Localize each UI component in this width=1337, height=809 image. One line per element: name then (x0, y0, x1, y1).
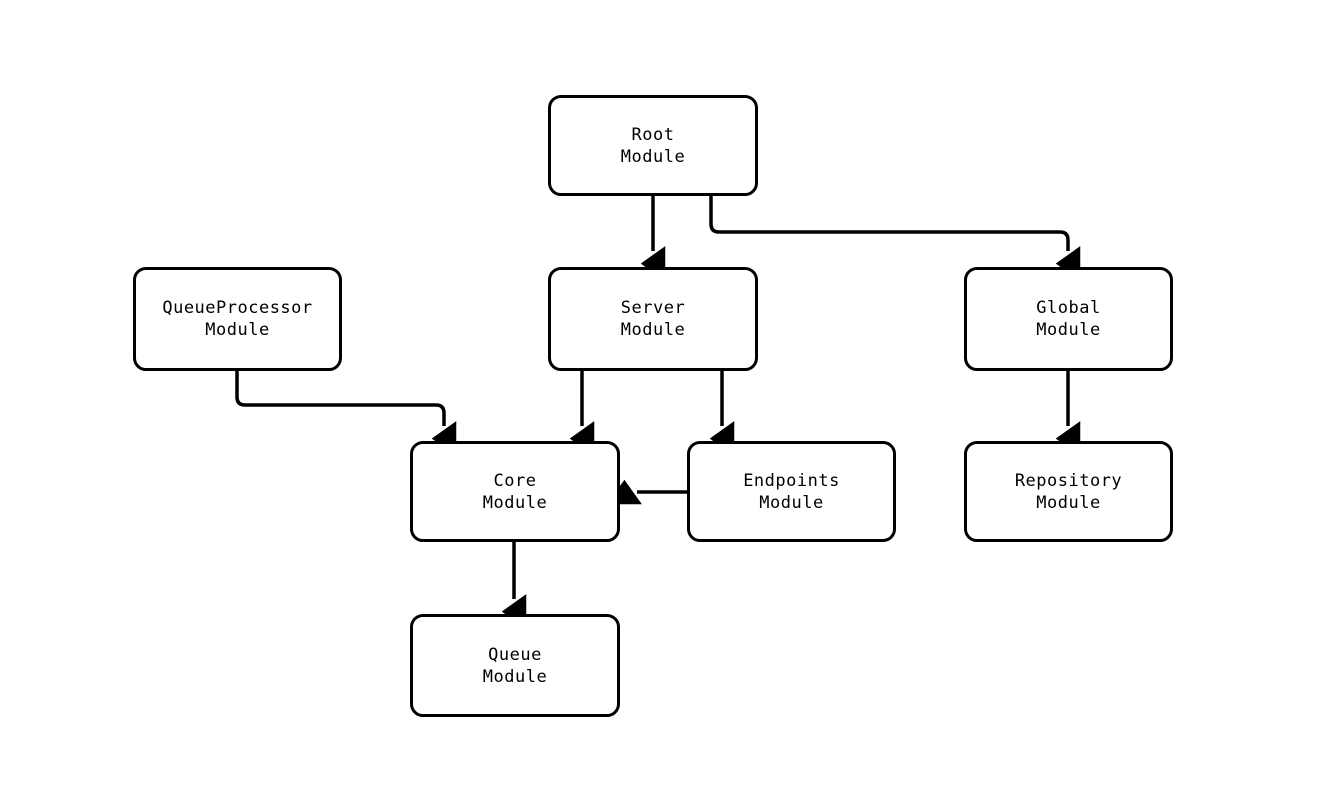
node-endpoints-label-line1: Endpoints (743, 470, 840, 491)
node-endpoints-label-line2: Module (759, 492, 824, 513)
node-queueprocessor-label-line1: QueueProcessor (162, 298, 313, 318)
node-core-label-line2: Module (482, 492, 548, 513)
node-core-label-line1: Core (493, 470, 537, 491)
node-server[interactable]: Server Module (548, 267, 758, 371)
node-root[interactable]: Root Module (548, 95, 758, 196)
node-core[interactable]: Core Module (410, 441, 620, 542)
edge-queueprocessor-core (235, 371, 457, 457)
node-queueprocessor-label-line2: Module (205, 320, 270, 340)
node-queue[interactable]: Queue Module (410, 614, 620, 717)
node-queue-label-line1: Queue (488, 644, 542, 665)
edge-root-global (709, 196, 1081, 282)
node-root-label-line1: Root (631, 124, 675, 145)
node-repository-label-line2: Module (1036, 492, 1101, 513)
node-endpoints[interactable]: Endpoints Module (687, 441, 896, 542)
node-queue-label-line2: Module (482, 666, 548, 687)
node-root-label-line2: Module (620, 146, 686, 167)
node-server-label-line1: Server (620, 298, 686, 318)
node-global-label-line2: Module (1036, 320, 1101, 340)
node-repository-label-line1: Repository (1014, 470, 1123, 491)
node-repository[interactable]: Repository Module (964, 441, 1173, 542)
node-global-label-line1: Global (1036, 298, 1101, 318)
node-queueprocessor[interactable]: QueueProcessor Module (133, 267, 342, 371)
node-global[interactable]: Global Module (964, 267, 1173, 371)
node-server-label-line2: Module (620, 320, 686, 340)
